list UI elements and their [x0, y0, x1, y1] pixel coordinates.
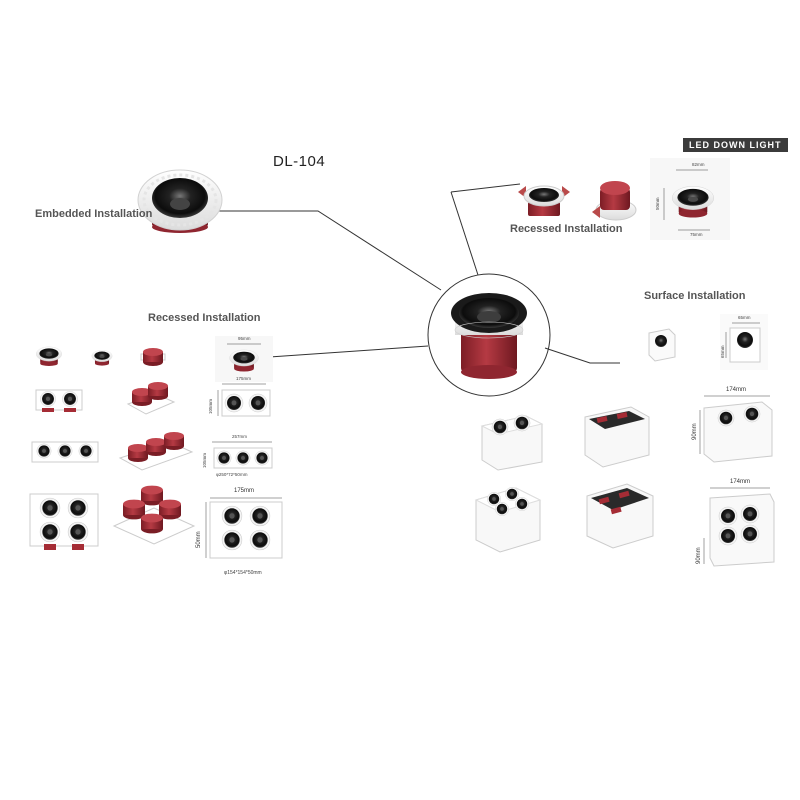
surface-quad-dimension-panel: 174mm 90mm	[696, 476, 778, 570]
left-single-dimension-panel: 95mm	[215, 336, 273, 382]
recessed-product-front	[516, 178, 572, 222]
dim-single-base: 75mm	[690, 232, 703, 237]
dim-surface-double-w: 174mm	[726, 387, 747, 393]
left-single-front	[34, 344, 64, 370]
left-double-back	[126, 380, 176, 420]
central-product-image	[440, 285, 538, 385]
embedded-installation-label: Embedded Installation	[35, 208, 153, 220]
recessed-installation-label-top: Recessed Installation	[510, 223, 623, 235]
dim-surface-single-w: 65mm	[738, 315, 751, 320]
dim-surface-quad-w: 174mm	[730, 479, 751, 485]
left-triple-front	[30, 438, 100, 466]
dim-left-quad-note: φ154*154*50mm	[224, 570, 262, 576]
dim-surface-double-h: 90mm	[692, 423, 698, 440]
dim-left-double-h: 105mm	[208, 398, 213, 414]
surface-quad-back	[585, 480, 657, 552]
dim-surface-single-h: 65mm	[720, 345, 725, 358]
dim-left-double-w: 175mm	[236, 376, 252, 381]
surface-double-dimension-panel: 174mm 90mm	[692, 384, 776, 474]
left-double-front	[34, 386, 84, 414]
left-quad-back	[110, 482, 196, 554]
left-single-back	[138, 344, 168, 370]
left-single-side	[88, 346, 116, 368]
model-number: DL-104	[273, 153, 326, 170]
brand-badge: LED DOWN LIGHT	[683, 138, 788, 152]
dim-left-quad-w: 175mm	[234, 488, 255, 494]
left-triple-back	[118, 428, 194, 476]
surface-double-back	[583, 405, 653, 471]
left-double-dimension-panel: 175mm 105mm	[208, 374, 274, 426]
dim-single-height: 50mm	[655, 197, 660, 210]
surface-quad-front	[472, 484, 544, 556]
surface-double-front	[478, 412, 546, 472]
recessed-product-back	[588, 178, 640, 226]
dimension-panel-single: 82mm 50mm 75mm	[650, 158, 730, 240]
dim-left-single-w: 95mm	[238, 336, 251, 341]
dim-surface-quad-h: 90mm	[696, 547, 702, 564]
surface-installation-label: Surface Installation	[644, 290, 746, 302]
dim-left-quad-h: 50mm	[196, 531, 202, 548]
surface-single-dimension-panel: 65mm 65mm	[720, 314, 768, 370]
surface-single-product	[645, 325, 679, 365]
dim-left-triple-h: 105mm	[202, 452, 207, 468]
embedded-product-image	[135, 160, 225, 240]
left-quad-front	[26, 490, 102, 554]
dim-single-width: 82mm	[692, 162, 705, 167]
recessed-installation-label-left: Recessed Installation	[148, 312, 261, 324]
left-triple-dimension-panel: 257mm 105mm φ250*72*50mm	[202, 432, 276, 484]
dim-left-triple-w: 257mm	[232, 434, 248, 439]
left-quad-dimension-panel: 175mm 50mm φ154*154*50mm	[196, 486, 288, 580]
dim-left-triple-note: φ250*72*50mm	[216, 472, 248, 477]
